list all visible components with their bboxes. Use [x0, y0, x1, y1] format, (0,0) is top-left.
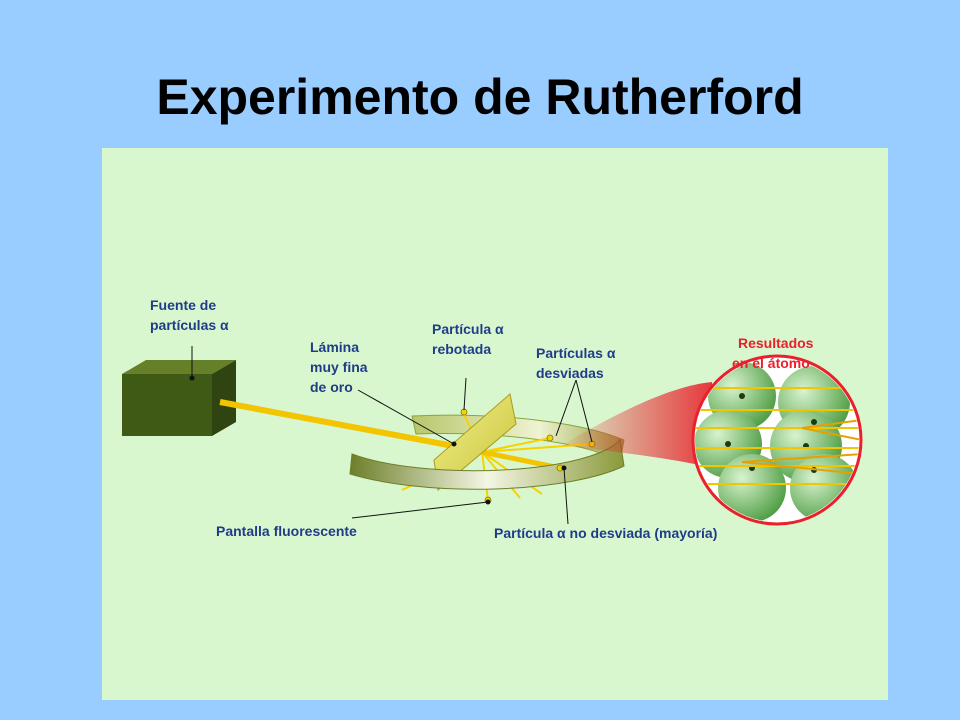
- alpha-source-box: [122, 360, 236, 436]
- label-fluorescent-screen: Pantalla fluorescente: [216, 523, 357, 539]
- pointer-lines: [189, 346, 593, 525]
- label-results-line1: Resultados: [738, 335, 814, 351]
- label-source-line1: Fuente de: [150, 297, 216, 313]
- magnification-cone: [564, 382, 722, 470]
- label-bounced-line2: rebotada: [432, 341, 491, 357]
- label-foil-line3: de oro: [310, 379, 353, 395]
- label-results-line2: en el átomo: [732, 355, 810, 371]
- label-undeflected-particle: Partícula α no desviada (mayoría): [494, 525, 717, 541]
- label-deflected-line1: Partículas α: [536, 345, 616, 361]
- label-foil-line1: Lámina: [310, 339, 359, 355]
- label-deflected-line2: desviadas: [536, 365, 604, 381]
- label-foil-line2: muy fina: [310, 359, 368, 375]
- label-source-line2: partículas α: [150, 317, 229, 333]
- label-bounced-line1: Partícula α: [432, 321, 504, 337]
- rutherford-diagram: Fuente de partículas α Lámina muy fina d…: [102, 148, 888, 700]
- atom-magnified-view: [691, 354, 863, 526]
- diagram-panel: Fuente de partículas α Lámina muy fina d…: [102, 148, 888, 700]
- incoming-alpha-beam: [219, 399, 465, 451]
- slide-title: Experimento de Rutherford: [156, 69, 804, 125]
